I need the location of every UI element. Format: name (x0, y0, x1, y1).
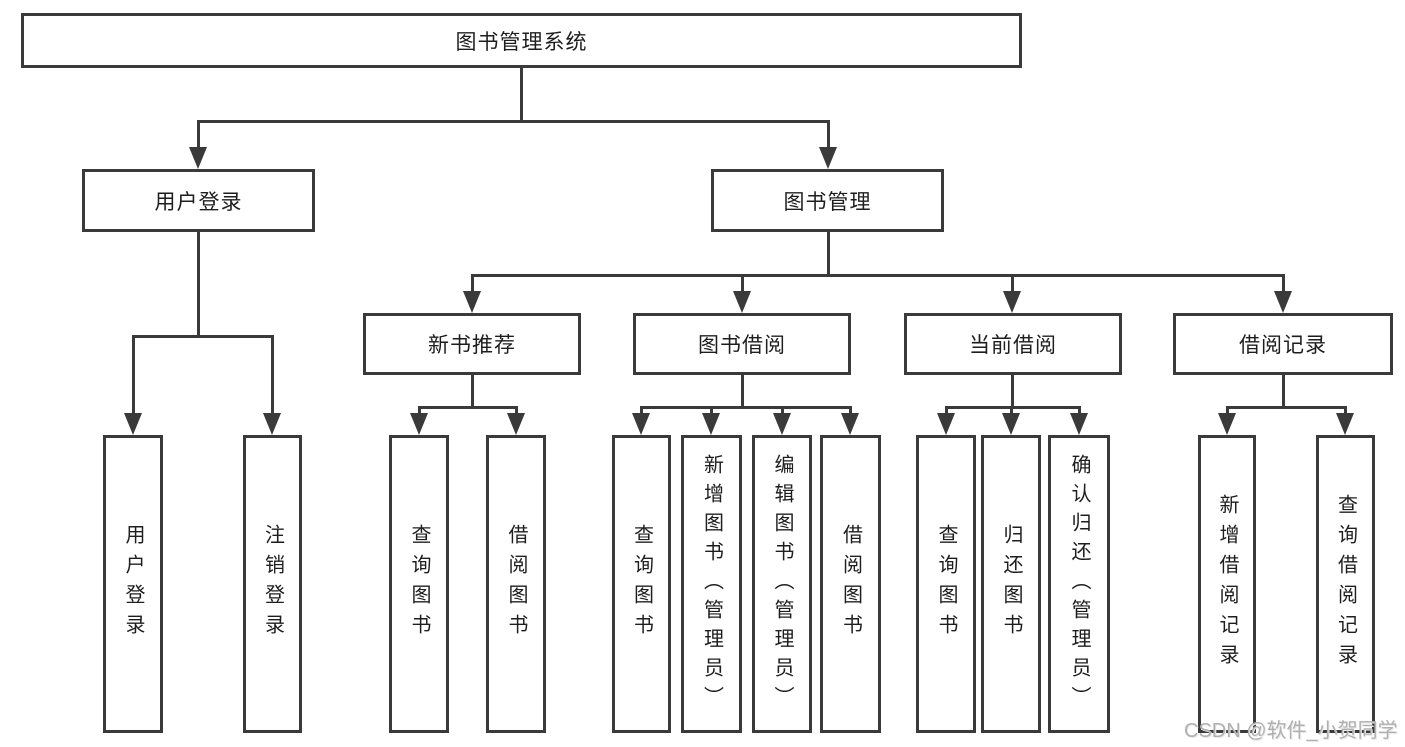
arrow-down-icon (1274, 291, 1292, 313)
leaf-user-login: 用户登录 (103, 435, 163, 733)
leaf-borrow-books-recommend: 借阅图书 (486, 435, 546, 733)
connector-line (848, 406, 852, 414)
connector-line (1009, 406, 1013, 414)
leaf-query-borrow-record-label: 查询借阅记录 (1334, 494, 1357, 674)
arrow-down-icon (263, 413, 281, 435)
node-book-management-label: 图书管理 (783, 190, 872, 214)
connector-line (740, 274, 744, 292)
node-book-borrowing: 图书借阅 (633, 313, 851, 375)
connector-line (417, 406, 518, 409)
leaf-query-borrow-record: 查询借阅记录 (1316, 435, 1375, 733)
connector-line (1225, 406, 1347, 409)
connector-line (1343, 406, 1347, 414)
arrow-down-icon (937, 413, 955, 435)
arrow-down-icon (189, 147, 207, 169)
arrow-down-icon (702, 413, 720, 435)
leaf-add-borrow-record: 新增借阅记录 (1198, 435, 1256, 733)
arrow-down-icon (124, 413, 142, 435)
arrow-down-icon (1002, 413, 1020, 435)
connector-line (470, 274, 1285, 277)
node-borrowing-records: 借阅记录 (1173, 313, 1393, 375)
connector-line (1077, 406, 1081, 414)
leaf-borrow-books-recommend-label: 借阅图书 (505, 524, 527, 644)
node-new-book-recommendation: 新书推荐 (363, 313, 581, 375)
arrow-down-icon (773, 413, 791, 435)
leaf-confirm-return-admin: 确认归还（管理员） (1048, 435, 1110, 733)
connector-line (196, 120, 830, 123)
arrow-down-icon (1003, 291, 1021, 313)
connector-line (514, 406, 518, 414)
arrow-down-icon (410, 413, 428, 435)
leaf-confirm-return-admin-label: 确认归还（管理员） (1068, 453, 1090, 715)
connector-line (639, 406, 643, 414)
connector-line (131, 335, 135, 414)
connector-line (709, 406, 713, 414)
leaf-edit-books-admin-label: 编辑图书（管理员） (771, 453, 793, 715)
node-current-borrowing-label: 当前借阅 (969, 334, 1057, 357)
connector-line (1010, 375, 1014, 406)
connector-line (944, 406, 948, 414)
arrow-down-icon (841, 413, 859, 435)
connector-line (1281, 375, 1285, 406)
leaf-logout: 注销登录 (243, 435, 302, 733)
node-borrowing-records-label: 借阅记录 (1239, 334, 1327, 357)
arrow-down-icon (1336, 413, 1354, 435)
node-current-borrowing: 当前借阅 (904, 313, 1122, 375)
node-library-management-system-label: 图书管理系统 (455, 30, 588, 54)
connector-line (639, 406, 852, 409)
leaf-add-books-admin: 新增图书（管理员） (681, 435, 742, 733)
csdn-watermark: CSDN @软件_小贺同学 (1184, 720, 1398, 742)
leaf-query-books-current-label: 查询图书 (935, 524, 957, 644)
connector-line (417, 406, 421, 414)
leaf-add-books-admin-label: 新增图书（管理员） (700, 453, 723, 715)
leaf-query-books-borrowing-label: 查询图书 (630, 524, 653, 644)
leaf-borrow-books-borrowing: 借阅图书 (820, 435, 881, 733)
connector-line (270, 335, 274, 414)
connector-line (826, 120, 830, 148)
leaf-add-borrow-record-label: 新增借阅记录 (1216, 494, 1238, 674)
node-book-borrowing-label: 图书借阅 (698, 334, 786, 357)
leaf-query-books-recommend-label: 查询图书 (408, 524, 430, 644)
connector-line (519, 68, 523, 120)
leaf-return-books: 归还图书 (981, 435, 1041, 733)
arrow-down-icon (1070, 413, 1088, 435)
leaf-user-login-label: 用户登录 (122, 524, 144, 644)
connector-line (196, 232, 200, 335)
arrow-down-icon (1218, 413, 1236, 435)
node-user-login-label: 用户登录 (154, 190, 243, 214)
connector-line (1010, 274, 1014, 292)
leaf-borrow-books-borrowing-label: 借阅图书 (839, 524, 862, 644)
arrow-down-icon (507, 413, 525, 435)
leaf-return-books-label: 归还图书 (1000, 524, 1022, 644)
connector-line (196, 120, 200, 148)
node-user-login: 用户登录 (82, 169, 315, 232)
arrow-down-icon (819, 147, 837, 169)
node-book-management: 图书管理 (711, 169, 944, 232)
connector-line (740, 375, 744, 406)
connector-line (470, 375, 474, 406)
leaf-query-books-borrowing: 查询图书 (612, 435, 671, 733)
arrow-down-icon (733, 291, 751, 313)
connector-line (1281, 274, 1285, 292)
leaf-query-books-current: 查询图书 (916, 435, 976, 733)
connector-line (944, 406, 1081, 409)
arrow-down-icon (463, 291, 481, 313)
node-new-book-recommendation-label: 新书推荐 (428, 334, 516, 357)
node-library-management-system: 图书管理系统 (21, 13, 1022, 68)
leaf-edit-books-admin: 编辑图书（管理员） (752, 435, 812, 733)
connector-line (826, 232, 830, 274)
connector-line (131, 335, 274, 338)
connector-line (780, 406, 784, 414)
connector-line (470, 274, 474, 292)
leaf-logout-label: 注销登录 (261, 524, 284, 644)
connector-line (1225, 406, 1229, 414)
arrow-down-icon (632, 413, 650, 435)
leaf-query-books-recommend: 查询图书 (389, 435, 449, 733)
